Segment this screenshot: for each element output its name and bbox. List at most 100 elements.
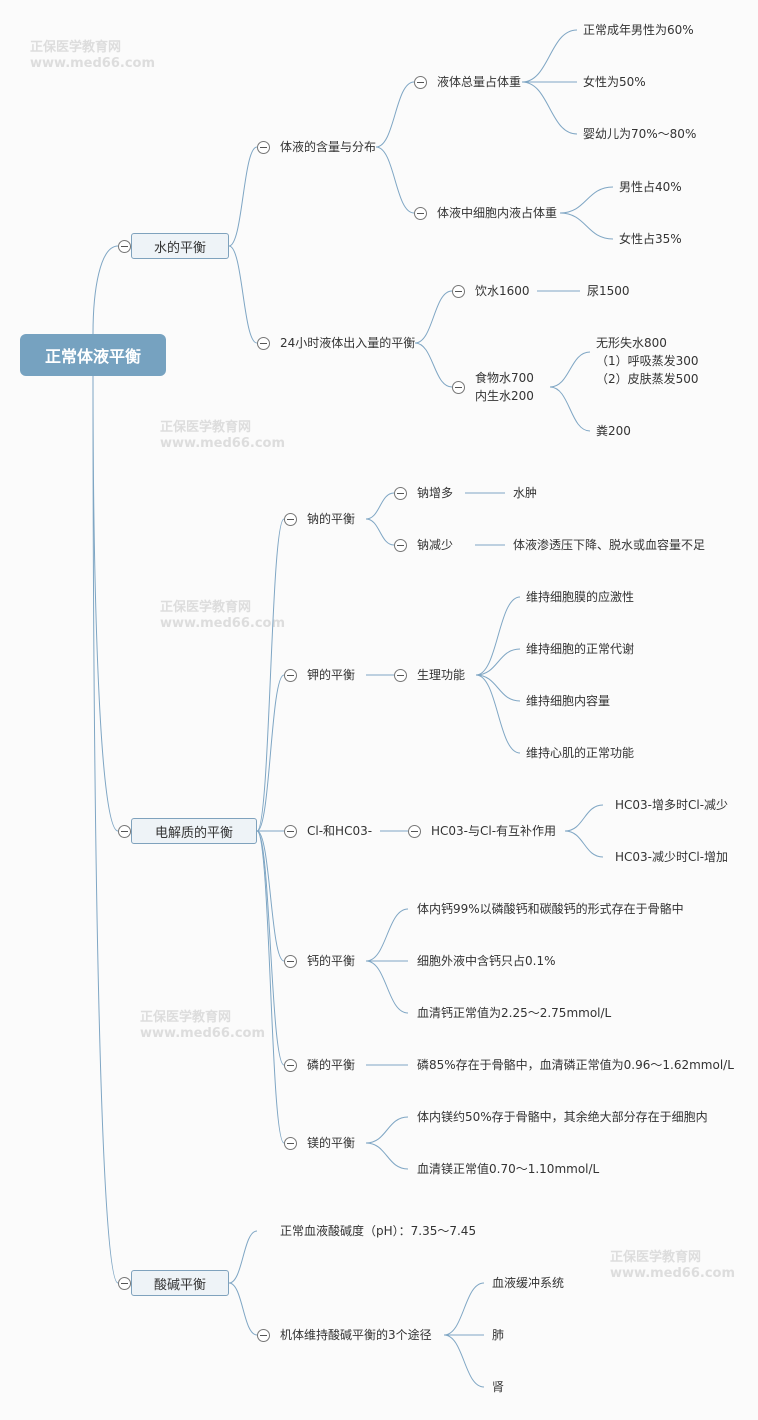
connector [443,1282,485,1336]
connector [228,146,258,247]
collapse-icon[interactable] [394,669,407,682]
connector [521,29,578,83]
connector [559,212,614,240]
collapse-icon[interactable] [414,76,427,89]
collapse-icon[interactable] [408,825,421,838]
leaf[interactable]: 血液缓冲系统 [492,1276,565,1290]
node-cl[interactable]: Cl-和HC03- [307,824,373,838]
collapse-icon[interactable] [452,381,465,394]
connector [365,1142,409,1170]
connector [256,830,285,962]
connector [414,342,453,388]
node-total[interactable]: 液体总量占体重 [437,75,522,89]
node-ca[interactable]: 钙的平衡 [307,954,356,968]
leaf[interactable]: 维持细胞的正常代谢 [526,642,635,656]
collapse-icon[interactable] [414,207,427,220]
leaf[interactable]: 维持细胞内容量 [526,694,611,708]
node-intra[interactable]: 体液中细胞内液占体重 [437,206,558,220]
connector [475,674,521,754]
watermark: 正保医学教育网 www.med66.com [30,40,156,71]
leaf[interactable]: 无形失水800 [596,336,667,350]
leaf[interactable]: HC03-减少时Cl-增加 [615,850,729,864]
node-cl-mutual[interactable]: HC03-与Cl-有互补作用 [431,824,557,838]
watermark: 正保医学教育网 www.med66.com [610,1250,736,1281]
node-content[interactable]: 体液的含量与分布 [280,140,377,154]
connector [365,1116,409,1144]
leaf[interactable]: 维持细胞膜的应激性 [526,590,635,604]
leaf[interactable]: 粪200 [596,424,631,438]
node-water-balance[interactable]: 水的平衡 [131,233,229,259]
connector [475,674,521,702]
collapse-icon[interactable] [394,487,407,500]
leaf[interactable]: 肾 [492,1380,505,1394]
connector [256,830,285,1066]
connector [443,1334,485,1388]
node-food[interactable]: 食物水700 [475,371,534,385]
collapse-icon[interactable] [284,955,297,968]
node-ways[interactable]: 机体维持酸碱平衡的3个途径 [280,1328,432,1342]
leaf[interactable]: 尿1500 [587,284,630,298]
leaf[interactable]: 磷85%存在于骨骼中，血清磷正常值为0.96～1.62mmol/L [417,1058,734,1072]
collapse-icon[interactable] [257,1329,270,1342]
leaf[interactable]: 血清镁正常值0.70～1.10mmol/L [417,1162,600,1176]
leaf[interactable]: 正常成年男性为60% [583,23,694,37]
leaf[interactable]: 体液渗透压下降、脱水或血容量不足 [513,538,706,552]
leaf[interactable]: 女性占35% [619,232,682,246]
watermark: 正保医学教育网 www.med66.com [160,420,286,451]
connector [228,1230,258,1284]
collapse-icon[interactable] [118,1277,131,1290]
node-k-func[interactable]: 生理功能 [417,668,466,682]
leaf[interactable]: HC03-增多时Cl-减少 [615,798,729,812]
node-na-less[interactable]: 钠减少 [417,538,454,552]
collapse-icon[interactable] [257,337,270,350]
node-k[interactable]: 钾的平衡 [307,668,356,682]
node-mg[interactable]: 镁的平衡 [307,1136,356,1150]
connector [365,908,409,962]
collapse-icon[interactable] [284,825,297,838]
node-p[interactable]: 磷的平衡 [307,1058,356,1072]
connector [475,648,521,676]
node-ph[interactable]: 正常血液酸碱度（pH）：7.35～7.45 [280,1224,477,1238]
collapse-icon[interactable] [394,539,407,552]
connector [256,830,285,1144]
node-na-more[interactable]: 钠增多 [417,486,454,500]
leaf[interactable]: 女性为50% [583,75,646,89]
node-food-line2: 内生水200 [475,389,534,403]
collapse-icon[interactable] [257,141,270,154]
connector [375,81,415,148]
connector [365,492,395,520]
node-na[interactable]: 钠的平衡 [307,512,356,526]
connector [549,386,591,432]
connector [92,375,119,832]
watermark: 正保医学教育网 www.med66.com [140,1010,266,1041]
connector [414,290,453,344]
leaf[interactable]: 肺 [492,1328,505,1342]
leaf[interactable]: 水肿 [513,486,538,500]
collapse-icon[interactable] [284,513,297,526]
collapse-icon[interactable] [452,285,465,298]
node-acid-base-balance[interactable]: 酸碱平衡 [131,1270,229,1296]
root-node[interactable]: 正常体液平衡 [20,334,166,376]
leaf[interactable]: 体内镁约50%存于骨骼中，其余绝大部分存在于细胞内 [417,1110,708,1124]
leaf-line: （2）皮肤蒸发500 [596,372,699,386]
node-drink[interactable]: 饮水1600 [475,284,530,298]
leaf[interactable]: 细胞外液中含钙只占0.1% [417,954,556,968]
leaf-line: （1）呼吸蒸发300 [596,354,699,368]
connector [256,518,285,832]
connector [228,1282,258,1336]
leaf[interactable]: 男性占40% [619,180,682,194]
leaf[interactable]: 血清钙正常值为2.25～2.75mmol/L [417,1006,612,1020]
node-electrolyte-balance[interactable]: 电解质的平衡 [131,818,257,844]
collapse-icon[interactable] [118,240,131,253]
leaf[interactable]: 体内钙99%以磷酸钙和碳酸钙的形式存在于骨骼中 [417,902,684,916]
collapse-icon[interactable] [284,669,297,682]
leaf[interactable]: 维持心肌的正常功能 [526,746,635,760]
leaf[interactable]: 婴幼儿为70%～80% [583,127,697,141]
collapse-icon[interactable] [284,1059,297,1072]
collapse-icon[interactable] [284,1137,297,1150]
connector [549,351,591,388]
collapse-icon[interactable] [118,825,131,838]
node-daily[interactable]: 24小时液体出入量的平衡 [280,336,416,350]
